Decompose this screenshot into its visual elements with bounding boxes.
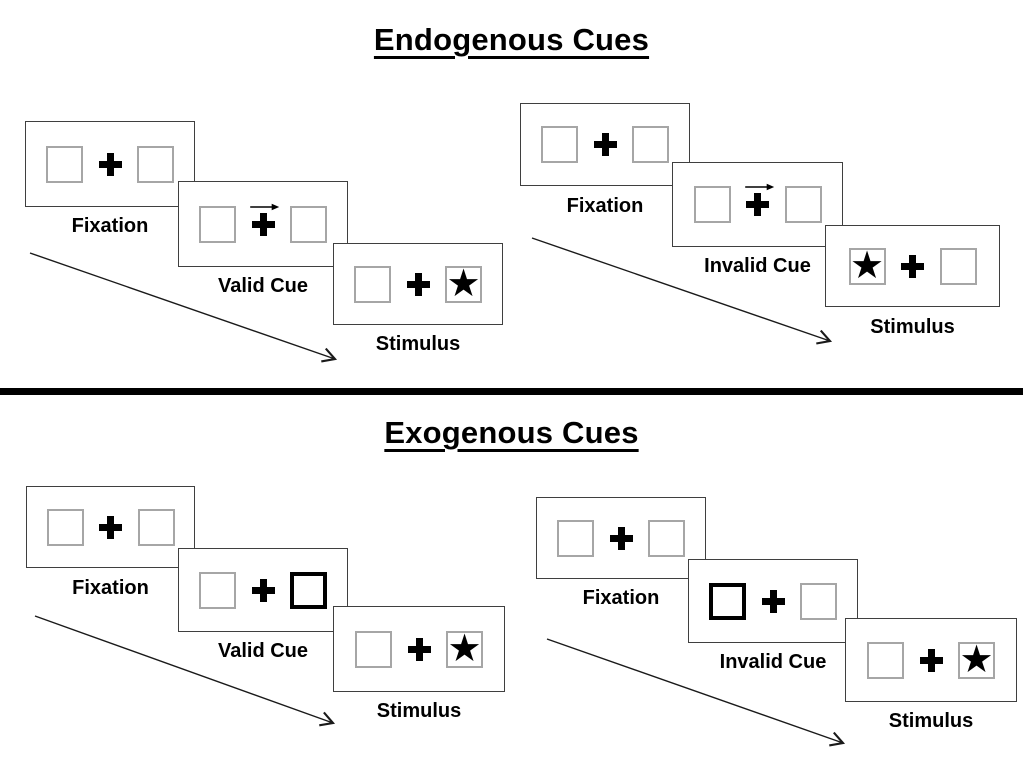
stimulus-screen: ★ — [825, 225, 1000, 307]
fixation-cross-icon — [406, 272, 430, 296]
screen-label: Fixation — [71, 215, 149, 237]
fixation-screen — [25, 121, 195, 207]
cue-screen — [672, 162, 843, 247]
stimulus-star-box: ★ — [848, 245, 886, 287]
screen-label: Fixation — [566, 195, 644, 217]
fixation-screen — [536, 497, 706, 579]
cue-arrow-icon — [250, 203, 280, 210]
screen-label: Fixation — [582, 587, 660, 609]
star-stimulus-icon: ★ — [446, 263, 481, 305]
stimulus-screen: ★ — [845, 618, 1017, 702]
section-divider — [0, 388, 1023, 395]
cue-arrow-icon — [744, 183, 774, 191]
section-title-exogenous: Exogenous Cues — [0, 415, 1023, 451]
screen-label: Stimulus — [870, 316, 955, 338]
right-target-box — [137, 145, 174, 183]
cue-highlight-box — [709, 582, 746, 620]
screen-label: Valid Cue — [217, 275, 309, 297]
cue-screen — [178, 181, 348, 267]
right-target-box — [290, 205, 327, 243]
section-title-endogenous: Endogenous Cues — [0, 22, 1023, 58]
right-target-box — [800, 582, 837, 620]
star-stimulus-icon: ★ — [849, 245, 885, 287]
left-target-box — [355, 630, 392, 668]
left-target-box — [354, 265, 391, 303]
stimulus-screen: ★ — [333, 606, 505, 692]
screen-label: Stimulus — [376, 700, 462, 722]
right-target-box — [632, 126, 669, 163]
left-target-box — [541, 126, 578, 163]
fixation-screen — [520, 103, 690, 186]
left-target-box — [46, 508, 84, 546]
stimulus-star-box: ★ — [958, 639, 995, 681]
left-target-box — [199, 205, 236, 243]
fixation-cross-icon — [744, 183, 774, 216]
fixation-cross-icon — [609, 526, 633, 550]
star-stimulus-icon: ★ — [447, 628, 482, 670]
left-target-box — [557, 519, 594, 557]
screen-label: Valid Cue — [217, 640, 309, 662]
stimulus-star-box: ★ — [446, 628, 483, 670]
fixation-cross-icon — [761, 589, 785, 613]
left-target-box — [693, 186, 731, 223]
fixation-cross-icon — [919, 648, 943, 672]
fixation-cross-icon — [251, 578, 275, 602]
fixation-cross-icon — [250, 203, 280, 236]
fixation-cross-icon — [98, 152, 122, 176]
screen-label: Stimulus — [888, 710, 974, 732]
screen-label: Fixation — [72, 577, 149, 599]
left-target-box — [199, 571, 236, 609]
left-target-box — [46, 145, 83, 183]
section-title-text: Endogenous Cues — [373, 22, 650, 57]
time-sequence-arrow — [531, 237, 833, 345]
left-target-box — [867, 641, 904, 679]
right-target-box — [784, 186, 822, 223]
cue-screen — [178, 548, 348, 632]
fixation-screen — [26, 486, 195, 568]
time-sequence-arrow — [34, 615, 336, 727]
section-title-text: Exogenous Cues — [384, 415, 639, 450]
right-target-box — [939, 247, 977, 285]
stimulus-screen: ★ — [333, 243, 503, 325]
right-target-box — [137, 508, 175, 546]
fixation-cross-icon — [901, 254, 925, 278]
right-target-box — [648, 519, 685, 557]
screen-label: Stimulus — [375, 333, 461, 355]
time-sequence-arrow — [29, 252, 338, 363]
fixation-cross-icon — [99, 515, 123, 539]
star-stimulus-icon: ★ — [959, 639, 994, 681]
stimulus-star-box: ★ — [445, 263, 482, 305]
screen-label: Invalid Cue — [704, 255, 811, 277]
time-sequence-arrow — [546, 638, 846, 747]
cue-screen — [688, 559, 858, 643]
screen-label: Invalid Cue — [719, 651, 827, 673]
fixation-cross-icon — [593, 133, 617, 156]
fixation-cross-icon — [407, 637, 431, 661]
cue-highlight-box — [290, 571, 327, 609]
